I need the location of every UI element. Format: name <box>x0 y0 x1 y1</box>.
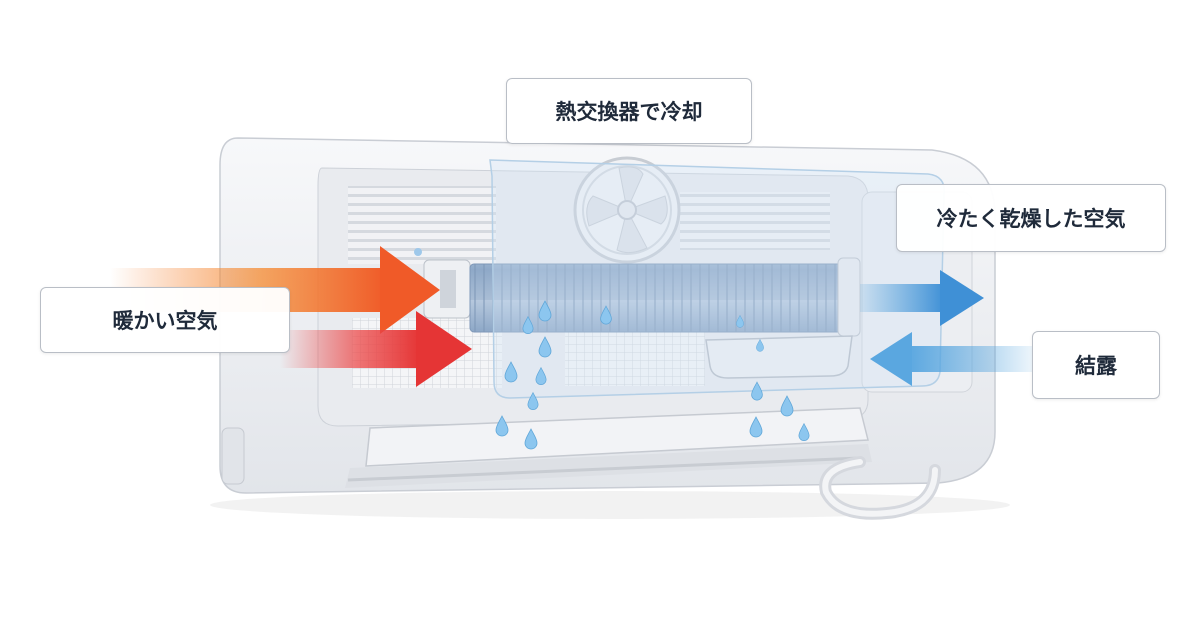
fan-icon <box>573 156 681 264</box>
side-panel-button <box>221 427 245 485</box>
condensation-arrow <box>870 332 1032 386</box>
heat-exchanger-label: 熱交換器で冷却 <box>506 78 752 144</box>
warm-air-arrow-lower <box>280 311 472 387</box>
condensation-label: 結露 <box>1032 331 1160 399</box>
heat-exchanger-coil <box>414 248 861 379</box>
drain-pan <box>705 335 853 379</box>
cutaway-overlay <box>489 159 945 399</box>
upper-right-louver <box>680 192 830 250</box>
cold-air-arrow <box>860 270 984 326</box>
warm-air-label: 暖かい空気 <box>40 287 290 353</box>
air-outlet-flap <box>365 407 869 467</box>
upper-left-louver <box>348 186 496 264</box>
cold-dry-air-label: 冷たく乾燥した空気 <box>896 184 1166 252</box>
